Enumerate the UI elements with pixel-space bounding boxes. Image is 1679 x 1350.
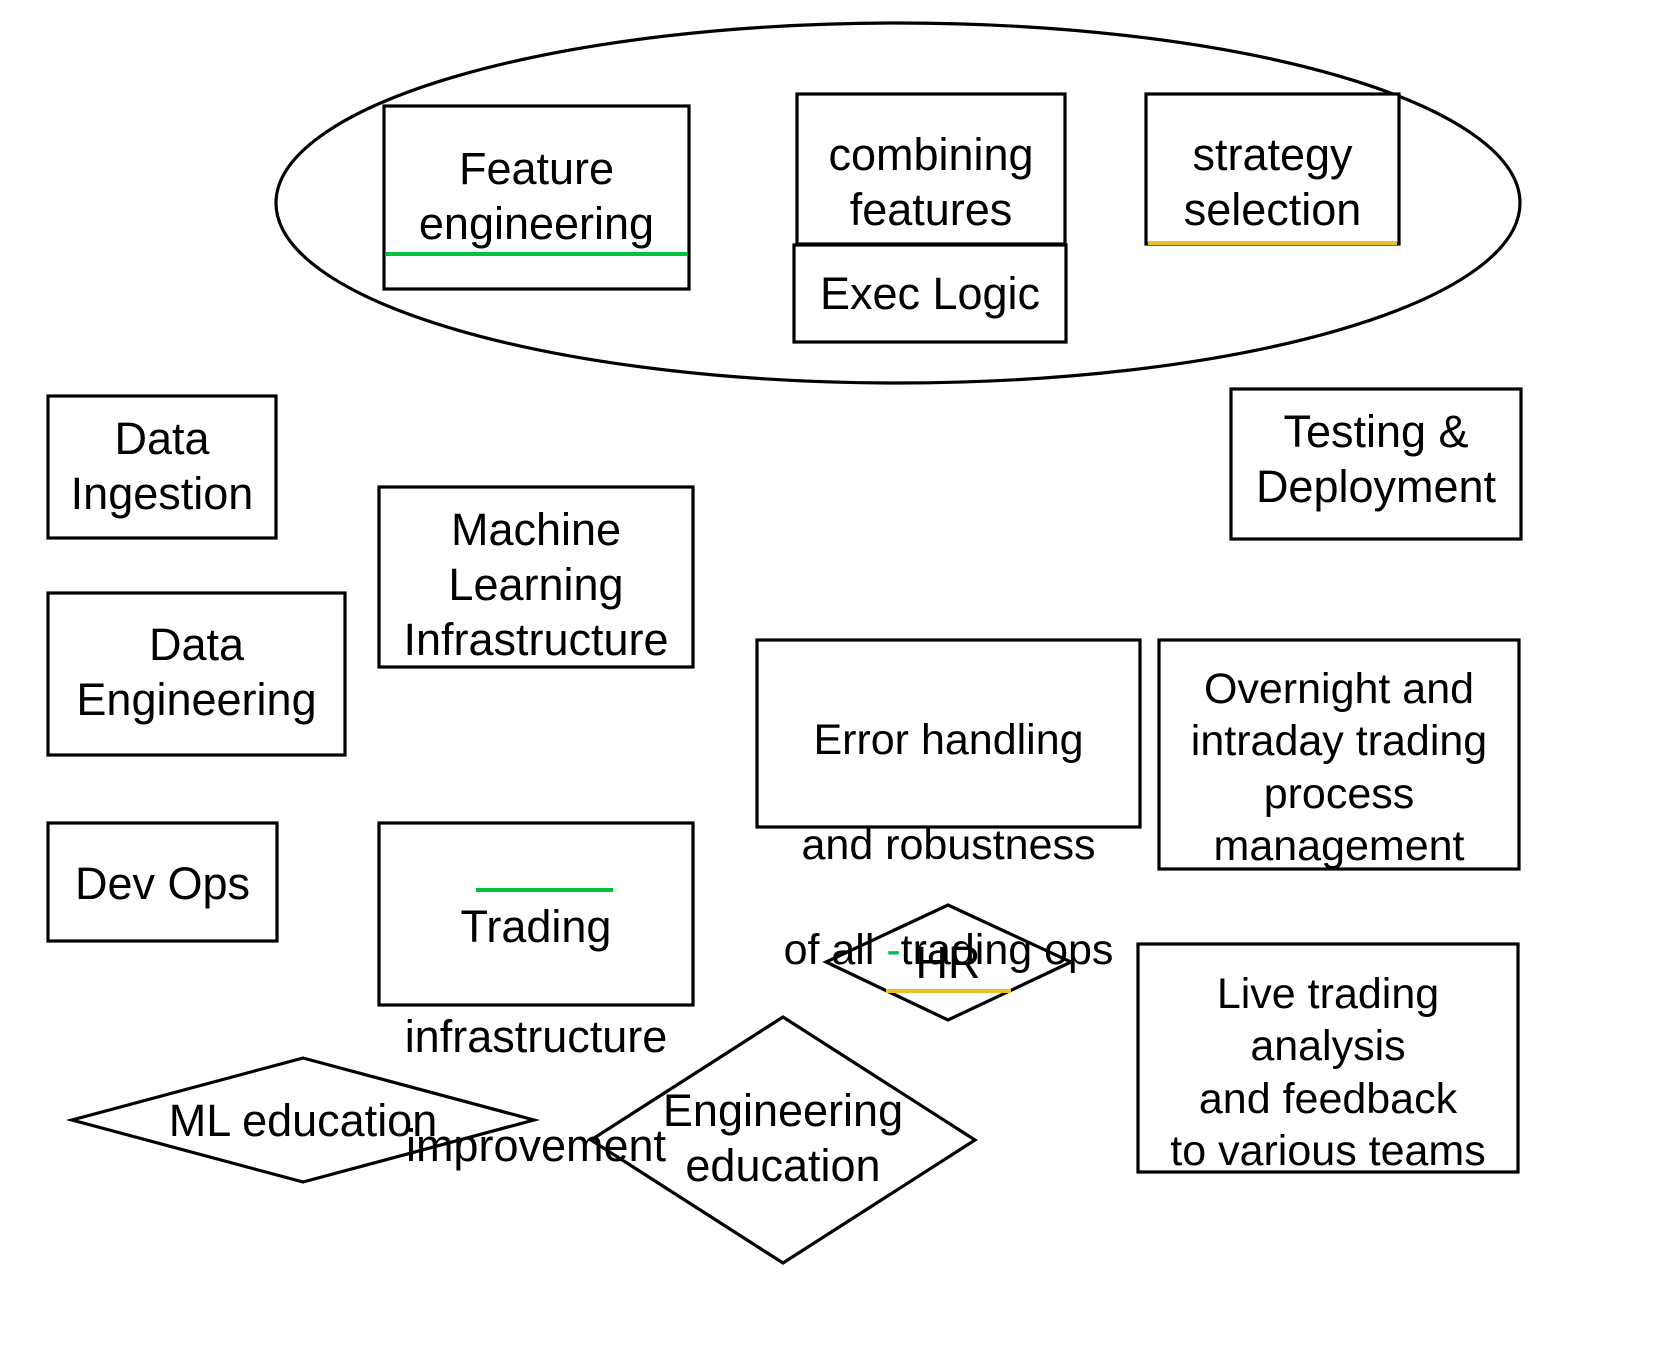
feature-engineering-label: Feature engineering — [418, 143, 655, 249]
ml-education-label: ML education — [168, 1095, 438, 1146]
hr-label: HR — [915, 937, 981, 988]
trading-line-2: infrastructure — [404, 1010, 668, 1062]
error-handling-line-1: Error handling — [813, 716, 1084, 765]
exec-logic-label: Exec Logic — [819, 268, 1041, 319]
trading-infrastructure-improvement-label: Trading infrastructure improvement — [379, 845, 693, 1229]
error-handling-line-2: and robustness — [801, 821, 1096, 870]
engineering-education-label: Engineering education — [662, 1085, 904, 1191]
live-trading-analysis-label: Live trading analysis and feedback to va… — [1170, 970, 1486, 1176]
error-handling-line3-suffix: trading ops — [900, 926, 1114, 975]
data-engineering-label: Data Engineering — [76, 619, 317, 725]
error-handling-green-dash: - — [886, 926, 901, 975]
overnight-intraday-trading-label: Overnight and intraday trading process m… — [1190, 665, 1488, 871]
error-handling-line3-prefix: of all — [783, 926, 887, 975]
strategy-selection-label: strategy selection — [1183, 129, 1362, 235]
data-ingestion-label: Data Ingestion — [70, 413, 254, 519]
trading-line-1: Trading — [460, 900, 612, 952]
trading-line-3: improvement — [405, 1120, 667, 1172]
machine-learning-infrastructure-label: Machine Learning Infrastructure — [403, 504, 669, 665]
error-handling-label: Error handling and robustness of all -tr… — [757, 662, 1140, 1029]
dev-ops-label: Dev Ops — [74, 858, 251, 909]
combining-features-label: combining features — [828, 129, 1034, 235]
error-handling-line-3: of all -trading ops — [757, 924, 1140, 976]
testing-deployment-label: Testing & Deployment — [1255, 406, 1497, 512]
